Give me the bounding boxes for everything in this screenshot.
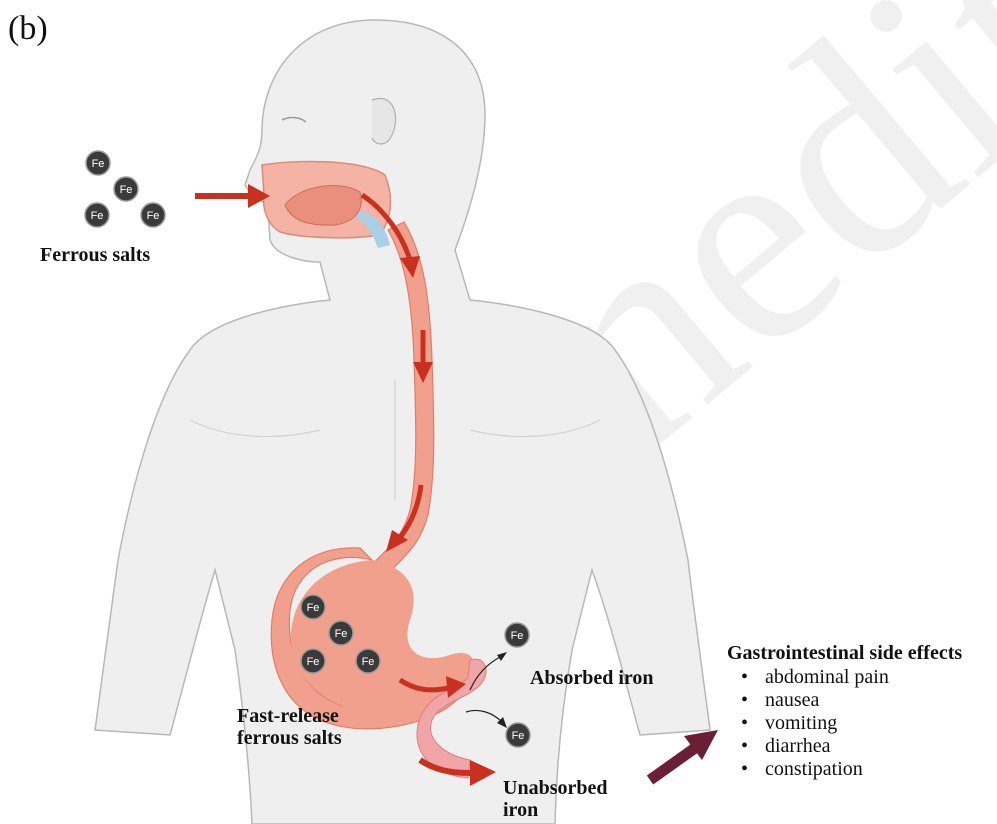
svg-text:Fe: Fe xyxy=(92,158,105,170)
side-effect-item: diarrhea xyxy=(765,735,962,758)
svg-text:Fe: Fe xyxy=(335,628,348,640)
ferrous-salts-label: Ferrous salts xyxy=(40,244,150,266)
absorbed-iron-label: Absorbed iron xyxy=(530,667,654,689)
unabsorbed-line2: iron xyxy=(503,799,607,821)
panel-label: (b) xyxy=(8,10,48,48)
side-effects-box: Gastrointestinal side effects abdominal … xyxy=(727,642,962,781)
side-effect-item: constipation xyxy=(765,758,962,781)
svg-text:Fe: Fe xyxy=(512,730,525,742)
fast-release-label: Fast-release ferrous salts xyxy=(237,705,342,749)
fe-ferrous-salts-group: Fe Fe Fe Fe xyxy=(85,151,165,227)
side-effect-item: vomiting xyxy=(765,712,962,735)
svg-text:Fe: Fe xyxy=(362,656,375,668)
side-effects-list: abdominal pain nausea vomiting diarrhea … xyxy=(727,666,962,781)
svg-text:Fe: Fe xyxy=(120,184,133,196)
svg-text:Fe: Fe xyxy=(147,210,160,222)
fast-release-line2: ferrous salts xyxy=(237,727,342,749)
svg-text:Fe: Fe xyxy=(307,656,320,668)
side-effect-item: nausea xyxy=(765,689,962,712)
side-effects-title: Gastrointestinal side effects xyxy=(727,642,962,664)
svg-text:Fe: Fe xyxy=(91,210,104,222)
unabsorbed-line1: Unabsorbed xyxy=(503,777,607,799)
svg-text:Fe: Fe xyxy=(511,630,524,642)
side-effects-arrow xyxy=(650,730,718,780)
fast-release-line1: Fast-release xyxy=(237,705,342,727)
svg-text:Fe: Fe xyxy=(307,602,320,614)
unabsorbed-iron-label: Unabsorbed iron xyxy=(503,777,607,821)
side-effect-item: abdominal pain xyxy=(765,666,962,689)
